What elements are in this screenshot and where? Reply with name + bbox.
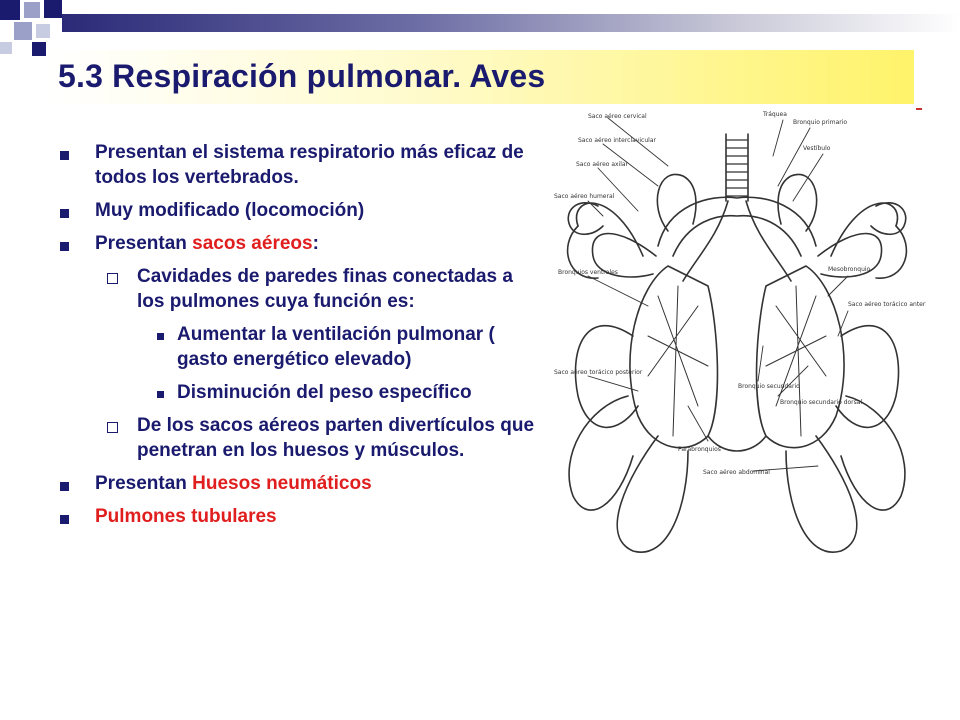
diagram-label: Saco aéreo abdominal xyxy=(703,469,770,476)
diagram-label: Saco aéreo cervical xyxy=(588,113,647,120)
slide-title: 5.3 Respiración pulmonar. Aves xyxy=(58,58,546,94)
highlight-text: Pulmones tubulares xyxy=(95,506,277,527)
respiratory-system-illustration: Saco aéreo cervical Tráquea Saco aéreo i… xyxy=(554,111,934,553)
diagram-label: Bronquio secundario dorsal xyxy=(780,399,862,406)
decor-square xyxy=(0,42,12,54)
diagram-label: Saco aéreo humeral xyxy=(554,193,615,200)
header-gradient-bar xyxy=(62,14,960,32)
diagram-label: Tráquea xyxy=(762,111,787,118)
sub-sub-bullet-item: Aumentar la ventilación pulmonar ( gasto… xyxy=(60,322,540,372)
diagram-label: Mesobronquio xyxy=(828,266,871,273)
decor-square xyxy=(0,0,20,20)
diagram-label: Bronquio secundario xyxy=(738,383,800,390)
bird-respiratory-diagram: Saco aéreo cervical Tráquea Saco aéreo i… xyxy=(548,106,934,556)
bullet-text: Aumentar la ventilación pulmonar ( gasto… xyxy=(177,324,495,370)
diagram-label: Saco aéreo axilar xyxy=(576,161,629,168)
diagram-label: Bronquios ventrales xyxy=(558,269,618,276)
hollow-square-bullet-icon xyxy=(107,273,118,284)
highlight-text: Huesos neumáticos xyxy=(192,473,372,494)
bullet-text: De los sacos aéreos parten divertículos … xyxy=(137,415,535,461)
highlight-text: sacos aéreos xyxy=(192,233,313,254)
sub-bullet-item: Cavidades de paredes finas conectadas a … xyxy=(60,264,540,314)
decor-square xyxy=(24,2,40,18)
square-bullet-icon xyxy=(60,242,69,251)
diagram-label: Parabronquios xyxy=(678,446,721,453)
square-bullet-icon xyxy=(157,333,164,340)
square-bullet-icon xyxy=(60,209,69,218)
bullet-text: Cavidades de paredes finas conectadas a … xyxy=(137,266,513,312)
diagram-label: Vestíbulo xyxy=(803,145,831,152)
bullet-item: Presentan el sistema respiratorio más ef… xyxy=(60,140,540,190)
square-bullet-icon xyxy=(157,391,164,398)
diagram-label: Saco aéreo interclavicular xyxy=(578,137,656,144)
bullet-text: Disminución del peso específico xyxy=(177,382,472,403)
square-bullet-icon xyxy=(60,482,69,491)
bullet-item: Pulmones tubulares xyxy=(60,504,540,529)
square-bullet-icon xyxy=(60,151,69,160)
decor-square xyxy=(36,24,50,38)
bullet-text: : xyxy=(312,233,319,254)
square-bullet-icon xyxy=(60,515,69,524)
sub-sub-bullet-item: Disminución del peso específico xyxy=(60,380,540,405)
bullet-text: Presentan xyxy=(95,473,193,494)
decor-square xyxy=(44,0,62,18)
bullet-list: Presentan el sistema respiratorio más ef… xyxy=(60,140,540,537)
decor-mark xyxy=(916,108,922,110)
bullet-item: Presentan Huesos neumáticos xyxy=(60,471,540,496)
bullet-item: Presentan sacos aéreos: xyxy=(60,231,540,256)
bullet-text: Muy modificado (locomoción) xyxy=(95,200,365,221)
diagram-label: Saco aéreo torácico posterior xyxy=(554,369,643,376)
bullet-text: Presentan el sistema respiratorio más ef… xyxy=(95,142,524,188)
sub-bullet-item: De los sacos aéreos parten divertículos … xyxy=(60,413,540,463)
decor-square xyxy=(32,42,46,56)
diagram-label: Saco aéreo torácico anterior xyxy=(848,301,926,308)
bullet-item: Muy modificado (locomoción) xyxy=(60,198,540,223)
hollow-square-bullet-icon xyxy=(107,422,118,433)
decor-square xyxy=(14,22,32,40)
title-band xyxy=(48,50,914,104)
bullet-text: Presentan xyxy=(95,233,193,254)
diagram-label: Bronquio primario xyxy=(793,119,847,126)
